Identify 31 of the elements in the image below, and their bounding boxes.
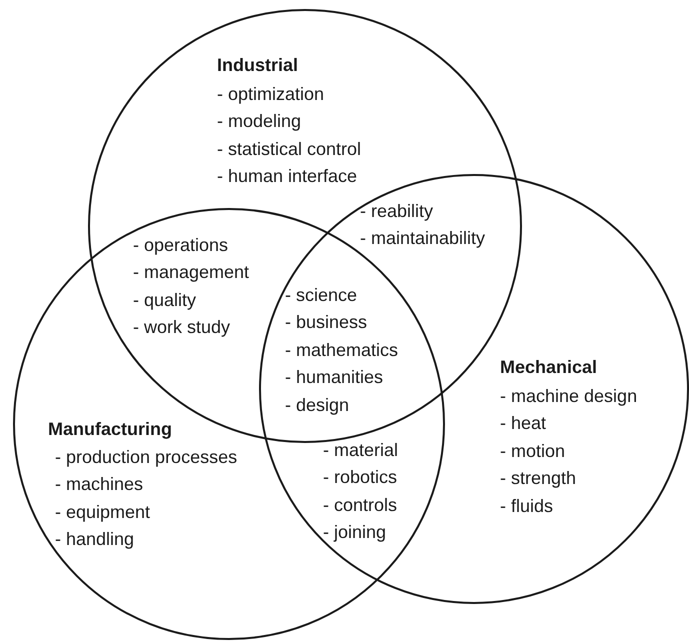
- list-item: - maintainability: [360, 227, 486, 250]
- list-item: - joining: [323, 521, 386, 544]
- list-item: - controls: [323, 494, 398, 516]
- list-item: - design: [285, 394, 350, 416]
- list-item: - handling: [55, 528, 134, 550]
- list-item: - motion: [500, 440, 566, 462]
- list-item: - optimization: [217, 83, 324, 105]
- list-item: - machine design: [500, 385, 638, 407]
- list-item: - management: [133, 261, 250, 284]
- list-item: - quality: [133, 288, 196, 311]
- list-item: - reability: [360, 200, 434, 222]
- list-item: - science: [285, 284, 358, 306]
- list-item: - equipment: [55, 500, 150, 523]
- category-heading: Mechanical: [500, 356, 598, 378]
- list-item: - machines: [55, 473, 144, 496]
- category-heading: Manufacturing: [48, 418, 172, 440]
- list-item: - robotics: [323, 466, 398, 488]
- list-item: - mathematics: [285, 338, 398, 361]
- list-item: - humanities: [285, 366, 384, 388]
- list-item: - work study: [133, 316, 230, 338]
- list-item: - human interface: [217, 165, 358, 188]
- list-item: - operations: [133, 234, 228, 256]
- list-item: - production processes: [55, 446, 238, 468]
- list-item: - business: [285, 311, 368, 334]
- list-item: - statistical control: [217, 138, 362, 160]
- category-heading: Industrial: [217, 54, 298, 76]
- list-item: - heat: [500, 412, 546, 434]
- list-item: - strength: [500, 467, 576, 490]
- list-item: - modeling: [217, 110, 302, 132]
- list-item: - fluids: [500, 494, 554, 517]
- list-item: - material: [323, 439, 398, 461]
